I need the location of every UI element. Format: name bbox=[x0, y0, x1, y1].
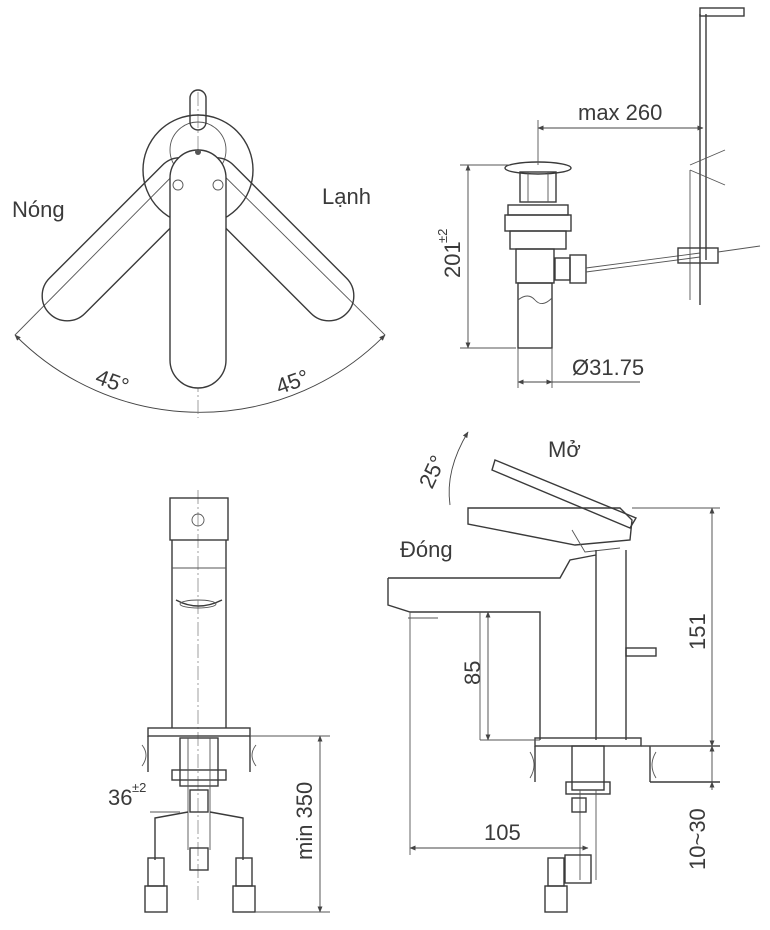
label-hose-spacing: 36 bbox=[108, 785, 132, 810]
label-hot: Nóng bbox=[12, 197, 65, 222]
label-height-total: 151 bbox=[685, 613, 710, 650]
label-lever-angle: 25° bbox=[414, 451, 451, 492]
screw-hole-right bbox=[212, 179, 224, 191]
top-view: Nóng Lạnh 45° 45° bbox=[12, 89, 386, 418]
label-max-reach: max 260 bbox=[578, 100, 662, 125]
front-view: 36 ±2 min 350 bbox=[108, 490, 330, 913]
label-deck-thickness: 10~30 bbox=[685, 808, 710, 870]
rotation-arc bbox=[14, 334, 386, 413]
label-drain-height: 201 bbox=[440, 241, 465, 278]
label-angle-right: 45° bbox=[272, 364, 312, 399]
label-spout-height: 85 bbox=[460, 661, 485, 685]
side-view: 25° Mở Đóng 151 10~30 bbox=[387, 431, 720, 913]
handle-center-position bbox=[169, 149, 227, 389]
label-angle-left: 45° bbox=[92, 364, 132, 399]
screw-hole-left bbox=[172, 179, 184, 191]
drain-assembly: max 260 201 ±2 Ø31.75 bbox=[435, 7, 761, 388]
label-cold: Lạnh bbox=[322, 184, 371, 209]
label-spout-reach: 105 bbox=[484, 820, 521, 845]
label-closed: Đóng bbox=[400, 537, 453, 562]
label-hose-spacing-tol: ±2 bbox=[132, 780, 146, 795]
label-drain-height-tol: ±2 bbox=[435, 229, 450, 243]
label-hose-length: min 350 bbox=[292, 782, 317, 860]
logo-mark bbox=[195, 149, 201, 155]
label-open: Mở bbox=[548, 437, 581, 462]
guide-line-left bbox=[14, 149, 199, 336]
guide-line-right bbox=[197, 149, 386, 336]
label-drain-diameter: Ø31.75 bbox=[572, 355, 644, 380]
spout-tip bbox=[189, 89, 207, 131]
